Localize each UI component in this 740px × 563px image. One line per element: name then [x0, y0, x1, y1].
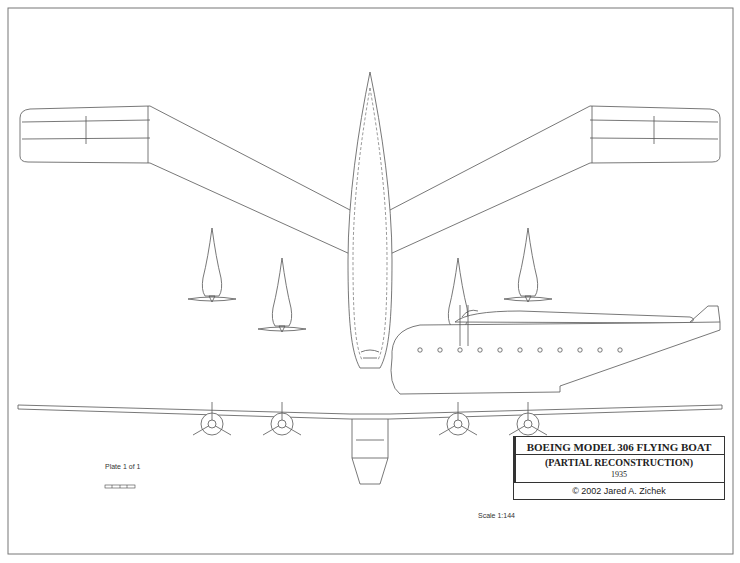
- side-wing-nacelle: [455, 311, 694, 323]
- sheet-frame: [8, 8, 733, 554]
- hull-chine: [353, 88, 387, 360]
- left-aileron: [22, 106, 150, 163]
- front-hull: [352, 419, 388, 484]
- side-hull: [391, 322, 720, 394]
- title-subtext: (PARTIAL RECONSTRUCTION): [514, 455, 724, 469]
- scale-bar: [105, 485, 135, 488]
- left-wing: [20, 106, 350, 254]
- title-text: © 2002 Jared A. Zichek: [514, 483, 724, 499]
- right-aileron: [590, 106, 718, 163]
- side-windows: [418, 348, 622, 352]
- title-text: BOEING MODEL 306 FLYING BOAT: [514, 437, 724, 455]
- front-wing: [18, 405, 722, 419]
- title-block: BOEING MODEL 306 FLYING BOAT(PARTIAL REC…: [513, 436, 725, 500]
- front-propellers: [193, 402, 547, 435]
- side-view: [391, 305, 720, 394]
- scale-note: Scale 1:144: [478, 512, 515, 519]
- cockpit-glazing: [361, 350, 379, 358]
- side-cockpit-fin: [462, 306, 720, 322]
- copyright-cell: © 2002 Jared A. Zichek: [514, 482, 724, 499]
- side-propellers: [460, 305, 468, 346]
- plate-note: Plate 1 of 1: [105, 463, 140, 470]
- title-subtext: 1935: [514, 469, 724, 482]
- hull-plan: [348, 72, 392, 368]
- right-wing: [390, 106, 720, 254]
